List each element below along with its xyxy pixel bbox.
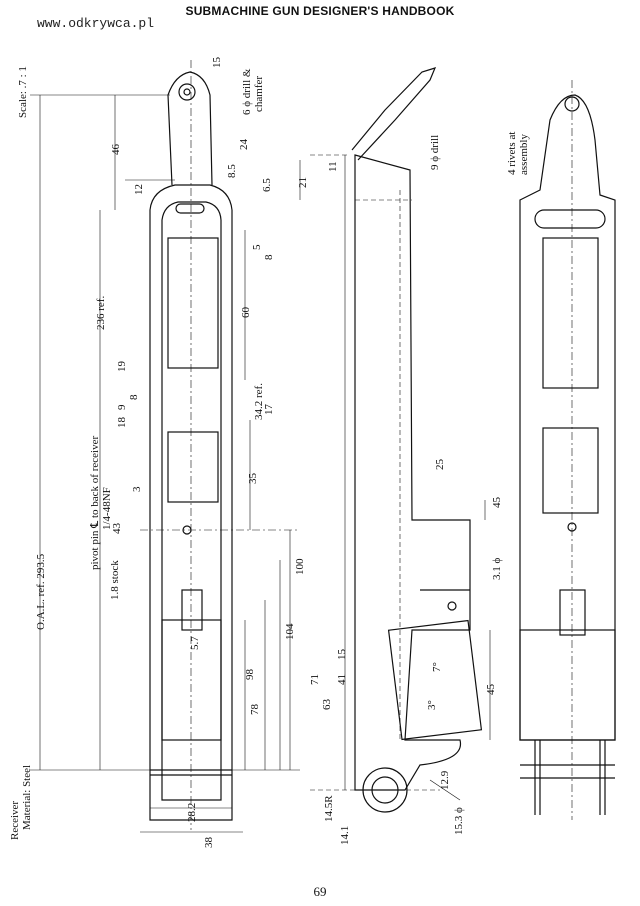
dim-8a: 8 (263, 254, 275, 260)
receiver-front-outline (149, 184, 233, 821)
back-window-upper (542, 237, 599, 389)
window-upper (167, 237, 219, 369)
dim-100: 100 (294, 558, 306, 575)
dim-41: 41 (336, 674, 348, 685)
dim-7-deg: 7° (431, 662, 443, 672)
oal-label: O.A.L. ref. 293.5 (35, 553, 47, 630)
back-window-middle (542, 427, 599, 514)
dim-25: 25 (434, 459, 446, 471)
dim-71: 71 (309, 674, 321, 685)
part-name-note: Receiver (9, 801, 21, 840)
dim-5: 5 (251, 244, 263, 250)
ref-342-label: 34.2 ref. (253, 383, 265, 420)
back-slot (534, 209, 606, 229)
dim-9: 9 (116, 404, 128, 410)
dim-35: 35 (247, 473, 259, 485)
rivets-note-line1: 4 rivets at (506, 132, 518, 175)
dim-15b: 15 (336, 649, 348, 661)
dim-45a: 45 (491, 497, 503, 509)
watermark: www.odkrywca.pl (37, 16, 155, 31)
thread-note: 1/4-48NF (101, 487, 113, 530)
receiver-side-outline (354, 154, 471, 791)
back-lug (559, 589, 586, 636)
side-barrel-tab (351, 67, 437, 161)
side-angled-block (387, 619, 483, 741)
dim-11: 11 (327, 161, 339, 172)
chamfer-note: chamfer (253, 76, 265, 112)
dim-17: 17 (263, 404, 275, 416)
dim-43: 43 (111, 523, 123, 535)
lower-lug (181, 589, 203, 631)
receiver-top-tab (167, 71, 213, 186)
scale-note: Scale: .7 : 1 (17, 66, 29, 118)
drill-6-note: 6 ϕ drill & (241, 68, 253, 115)
back-lower-block (519, 629, 616, 741)
dim-45b: 45 (485, 684, 497, 696)
dim-3: 3 (131, 486, 143, 492)
dim-46: 46 (110, 144, 122, 156)
receiver-front-inner (161, 201, 222, 801)
dim-14-5r: 14.5R (323, 795, 335, 822)
dim-24: 24 (238, 139, 250, 151)
top-slot (175, 203, 205, 214)
dim-98: 98 (244, 669, 256, 681)
dim-12: 12 (133, 184, 145, 195)
page-number: 69 (313, 884, 327, 899)
dim-63: 63 (321, 699, 333, 711)
dim-28-2: 28.2 (186, 803, 198, 822)
dim-60: 60 (240, 307, 252, 319)
pivot-note: pivot pin ℄ to back of receiver (89, 436, 101, 570)
dim-6-5: 6.5 (261, 178, 273, 192)
dim-15: 15 (211, 57, 223, 69)
dim-18: 18 (116, 417, 128, 429)
dim-15-3: 15.3 ϕ (453, 807, 465, 835)
page-header: SUBMACHINE GUN DESIGNER'S HANDBOOK (185, 4, 455, 18)
dim-19: 19 (116, 361, 128, 373)
dim-5-7: 5.7 (189, 636, 201, 650)
dim-38: 38 (203, 837, 215, 849)
dim-12-9: 12.9 (439, 770, 451, 790)
dim-3-1: 3.1 ϕ (491, 558, 503, 581)
tab-hole-center (183, 88, 191, 96)
side-small-hole (447, 601, 457, 611)
dim-8b: 8 (128, 394, 140, 400)
lower-block (161, 619, 222, 741)
ref-236-label: 236 ref. (95, 296, 107, 330)
rivets-note-line2: assembly (518, 134, 530, 175)
dim-3-deg: 3° (426, 700, 438, 710)
dim-104: 104 (284, 623, 296, 640)
dim-8-5: 8.5 (226, 164, 238, 178)
dim-14-1: 14.1 (339, 826, 351, 845)
drill-9-note: 9 ϕ drill (429, 135, 441, 170)
receiver-back-outline (519, 94, 616, 741)
tab-hole (178, 83, 196, 101)
window-middle (167, 431, 219, 503)
material-note: Material: Steel (21, 765, 33, 830)
stock-note: 1.8 stock (109, 560, 121, 600)
dim-78: 78 (249, 704, 261, 716)
dim-21: 21 (297, 177, 309, 188)
